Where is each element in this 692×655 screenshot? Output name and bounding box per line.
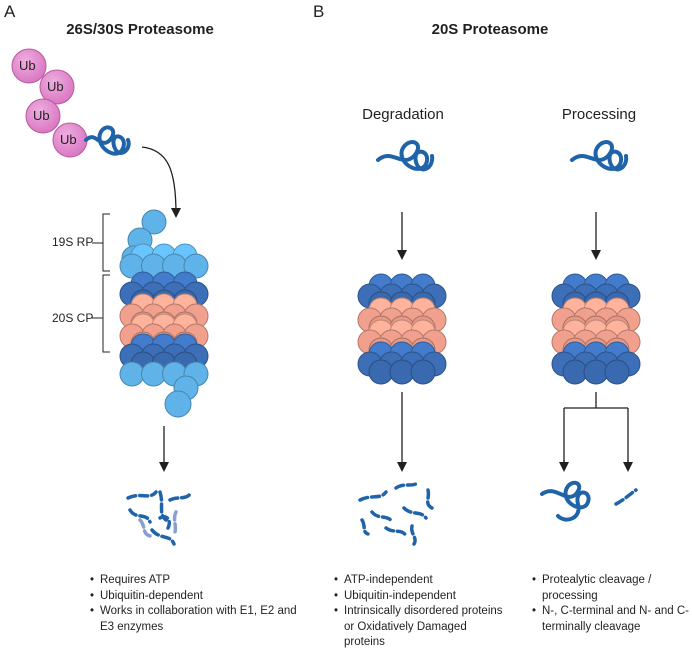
bullet-processing-2: N-, C-terminal and N- and C-terminally c…	[532, 604, 692, 635]
proteasome-20s-processing	[551, 273, 641, 385]
bullet-list-26s: Requires ATP Ubiquitin-dependent Works i…	[90, 573, 300, 635]
bullet-processing-1: Protealytic cleavage / processing	[532, 573, 692, 604]
substrate-protein-degradation	[376, 140, 435, 172]
rp-bracket	[92, 213, 110, 272]
alpha-ring-subunit	[583, 359, 609, 385]
cleaved-fragment	[614, 488, 638, 506]
cp-bracket	[92, 274, 110, 353]
rp-subunit	[141, 209, 167, 235]
rp-subunit	[183, 253, 209, 279]
panel-a-title: 26S/30S Proteasome	[66, 21, 214, 38]
ubiquitin-3	[25, 98, 61, 134]
substrate-protein-a	[84, 125, 131, 156]
cp-label: 20S CP	[52, 311, 94, 325]
rp-label: 19S RP	[52, 235, 94, 249]
degradation-label: Degradation	[362, 106, 444, 123]
peptide-fragments-degradation	[358, 480, 434, 546]
alpha-ring-subunit	[410, 359, 436, 385]
alpha-ring-subunit	[604, 359, 630, 385]
ubiquitin-2	[39, 69, 75, 105]
bullet-26s-3: Works in collaboration with E1, E2 and E…	[90, 604, 300, 635]
ubiquitin-chain	[11, 48, 88, 158]
proteasome-26s	[119, 209, 209, 418]
peptide-fragments-a	[126, 490, 192, 546]
rp-subunit	[119, 361, 145, 387]
alpha-ring-subunit	[368, 359, 394, 385]
bullet-26s-2: Ubiquitin-dependent	[90, 589, 300, 605]
panel-a-letter: A	[4, 2, 16, 21]
rp-subunit	[141, 361, 166, 387]
branch-arrows	[563, 392, 629, 464]
rp-subunit	[164, 390, 192, 418]
bullet-degradation-2: Ubiquitin-independent	[334, 589, 509, 605]
panel-b-letter: B	[313, 2, 325, 21]
ub-label-4: Ub	[60, 132, 77, 147]
bullet-degradation-1: ATP-independent	[334, 573, 509, 589]
ub-label-1: Ub	[19, 58, 36, 73]
substrate-protein-processing	[570, 140, 629, 172]
ubiquitin-1	[11, 48, 47, 84]
arrow-to-26s	[141, 146, 181, 218]
processing-label: Processing	[561, 106, 637, 123]
processed-protein	[540, 480, 591, 522]
bullet-list-processing: Protealytic cleavage / processing N-, C-…	[532, 573, 692, 635]
bullet-degradation-3: Intrinsically disordered proteins or Oxi…	[334, 604, 509, 651]
ub-label-2: Ub	[47, 79, 64, 94]
bullet-list-degradation: ATP-independent Ubiquitin-independent In…	[334, 573, 509, 651]
panel-b-title: 20S Proteasome	[431, 21, 549, 38]
bullet-26s-1: Requires ATP	[90, 573, 300, 589]
alpha-ring-subunit	[562, 359, 588, 385]
ub-label-3: Ub	[33, 108, 50, 123]
proteasome-20s-degradation	[357, 273, 447, 385]
alpha-ring-subunit	[389, 359, 415, 385]
